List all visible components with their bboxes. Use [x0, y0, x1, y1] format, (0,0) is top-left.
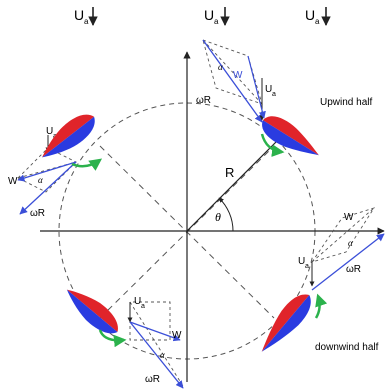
downwind-half-label: downwind half: [315, 342, 379, 353]
airfoil-blade: [262, 116, 319, 156]
airfoil-blade: [42, 114, 95, 158]
wind-arrow-right: U a: [305, 7, 331, 26]
omega-r-label: ωR: [30, 208, 45, 219]
wind-label-main: U: [305, 7, 315, 23]
omega-r-vector: [19, 161, 77, 215]
relative-velocity-vector: [17, 161, 77, 182]
wind-label-sub: a: [214, 17, 219, 26]
blade-right-group: W α ωR U a: [261, 207, 385, 352]
omega-r-vector: [202, 39, 263, 123]
wind-label-main: U: [265, 84, 272, 95]
velocity-parallelogram: [310, 207, 376, 263]
theta-arc: [218, 197, 234, 232]
omega-r-label: ωR: [145, 374, 160, 385]
wind-arrow-left: U a: [74, 7, 98, 26]
omega-r-vector: [129, 321, 184, 389]
alpha-label: α: [160, 350, 165, 360]
parallelogram-diagonal: [311, 207, 375, 263]
airfoil-blade: [261, 294, 311, 352]
parallelogram-diagonal: [202, 39, 263, 105]
theta-label: θ: [215, 210, 221, 224]
wind-label-main: U: [298, 256, 305, 267]
w-label: W: [172, 330, 182, 341]
w-label: W: [344, 212, 354, 223]
omega-r-vector: [311, 233, 385, 291]
w-label: W: [8, 176, 18, 187]
wind-label-main: U: [74, 7, 84, 23]
omega-r-label: ωR: [196, 95, 211, 106]
alpha-label: α: [38, 175, 43, 185]
alpha-label: α: [218, 62, 223, 72]
velocity-parallelogram: [129, 301, 171, 341]
wind-label-main: U: [134, 296, 141, 307]
radius-line: [186, 140, 278, 232]
wind-arrow-center: U a: [204, 7, 230, 26]
wind-label-sub: a: [315, 17, 320, 26]
rotation-arrow-icon: [98, 329, 127, 348]
airfoil-blade: [66, 289, 118, 334]
wind-label-main: U: [46, 126, 53, 137]
relative-velocity-vector: [129, 321, 181, 342]
upwind-half-label: Upwind half: [320, 97, 372, 108]
w-label: W: [233, 70, 243, 81]
wind-label-main: U: [204, 7, 214, 23]
rotation-arrow-icon: [71, 158, 103, 171]
relative-velocity-vector: [247, 55, 266, 119]
alpha-label: α: [348, 238, 353, 248]
rotation-arrow-icon: [314, 293, 328, 319]
wind-label-sub: a: [141, 303, 145, 310]
blade-lower-left-group: U a W α ωR: [66, 289, 184, 389]
radius-label: R: [225, 165, 234, 180]
rotation-arrow-icon: [260, 133, 285, 157]
blade-left-group: U a W α ωR: [8, 114, 103, 219]
wind-label-sub: a: [272, 91, 276, 98]
wind-label-sub: a: [84, 17, 89, 26]
omega-r-label: ωR: [346, 264, 361, 275]
parallelogram-diagonal: [129, 301, 184, 387]
wind-label-sub: a: [305, 263, 309, 270]
blade-upper-right-group: α W ωR U a: [196, 39, 319, 157]
